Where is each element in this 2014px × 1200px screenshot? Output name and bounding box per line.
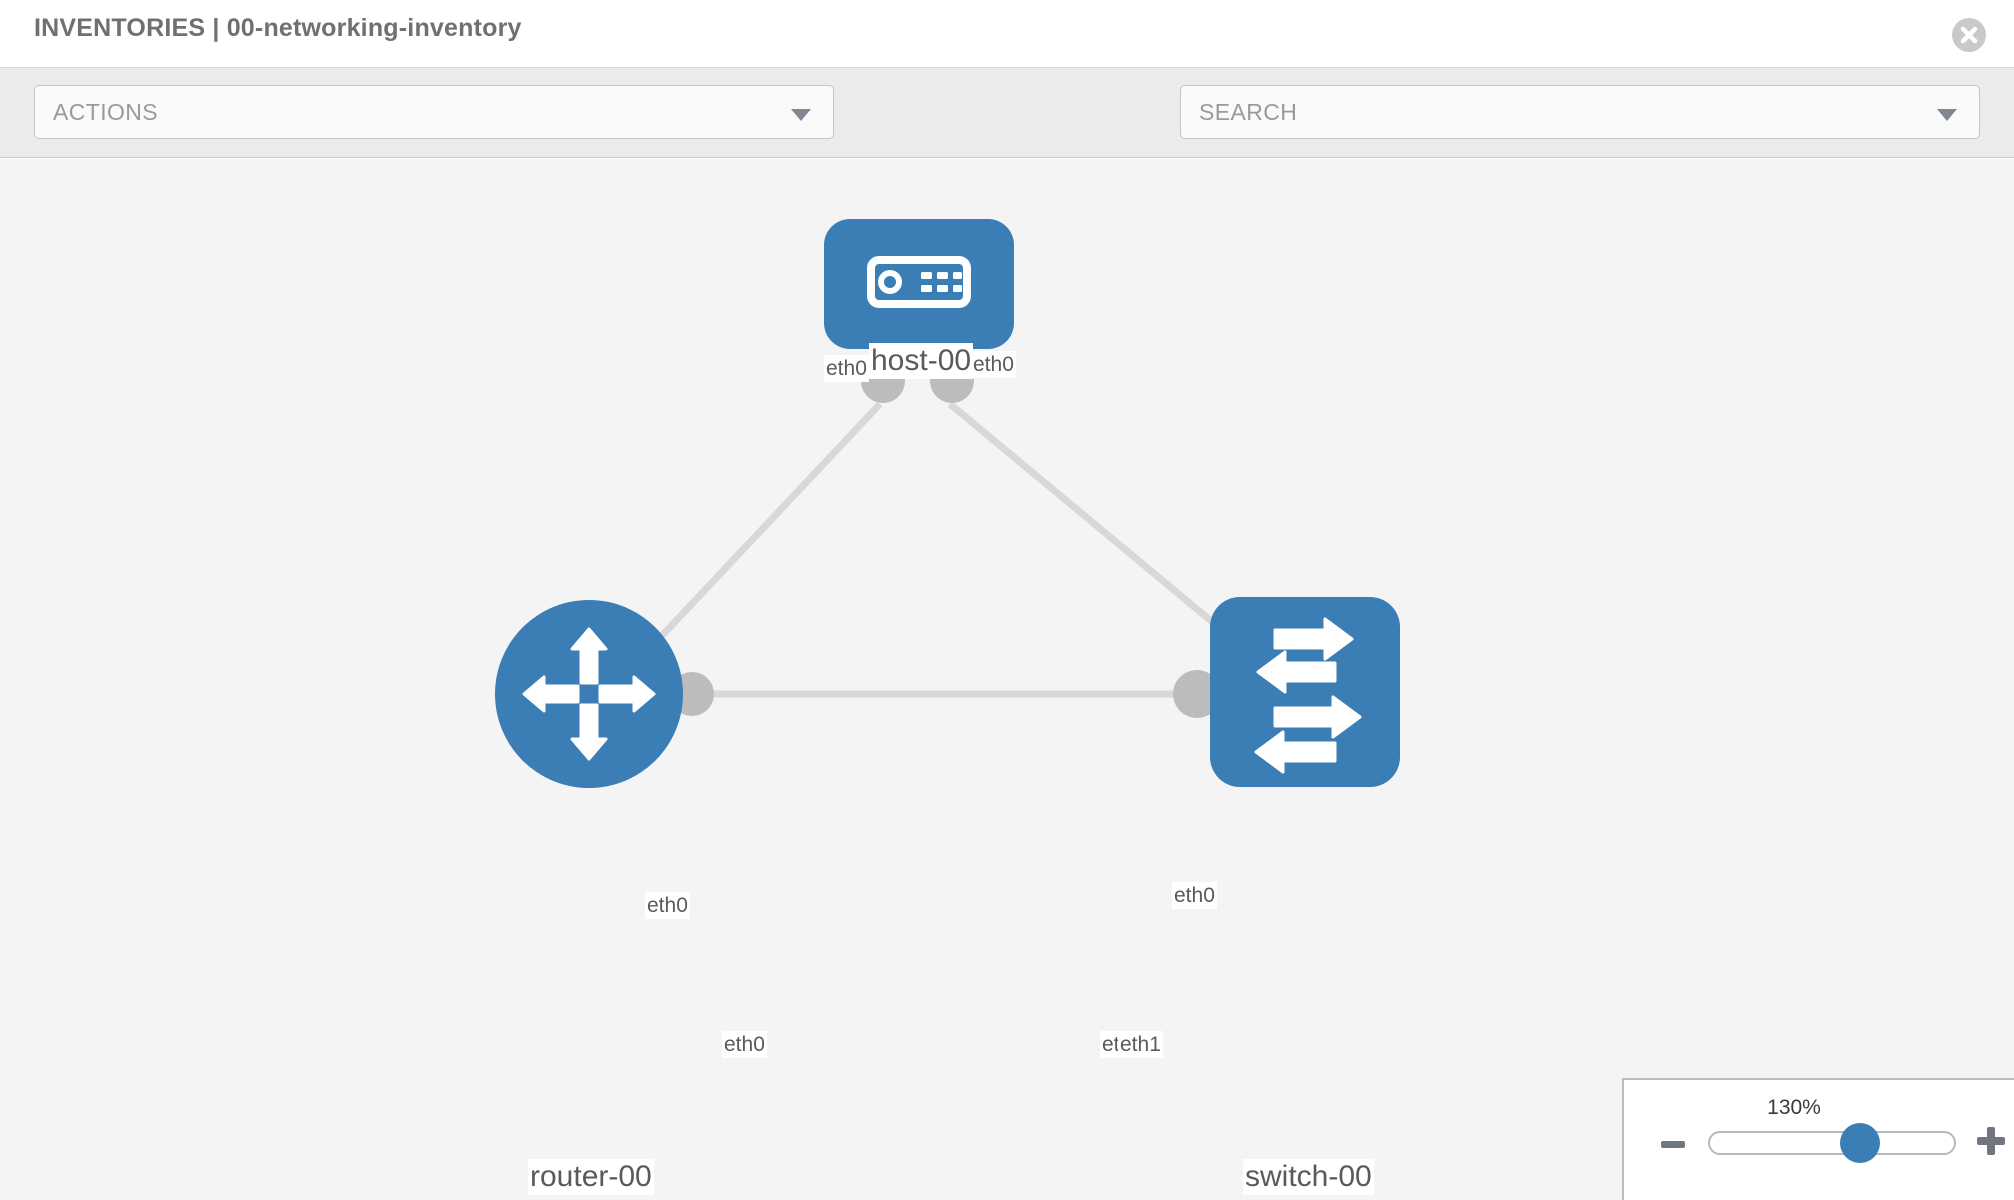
search-placeholder: SEARCH — [1199, 99, 1298, 125]
edge-label-switch-eth1: eth1 — [1118, 1031, 1163, 1058]
edge-label-host-eth0-right: eth0 — [971, 351, 1016, 378]
close-icon[interactable] — [1952, 18, 1986, 52]
zoom-slider-handle[interactable] — [1840, 1123, 1880, 1163]
chevron-down-icon[interactable] — [1937, 109, 1957, 121]
page-title: INVENTORIES | 00-networking-inventory — [34, 14, 522, 42]
zoom-control-panel: 130% — [1622, 1078, 2014, 1200]
zoom-out-button[interactable] — [1658, 1130, 1688, 1160]
connector-switch-eth1 — [1173, 670, 1221, 718]
edge-host-switch — [947, 401, 1248, 652]
edge-host-router — [637, 401, 883, 662]
zoom-percent-label: 130% — [1767, 1096, 1821, 1119]
node-router-00[interactable] — [495, 600, 714, 788]
actions-dropdown[interactable]: ACTIONS — [34, 85, 834, 139]
topology-graph — [495, 219, 1400, 788]
edge-label-host-eth0-left: eth0 — [824, 355, 869, 382]
search-input[interactable]: SEARCH — [1180, 85, 1980, 139]
zoom-slider-track[interactable] — [1708, 1131, 1956, 1155]
node-switch-00[interactable] — [1173, 597, 1400, 787]
page-header: INVENTORIES | 00-networking-inventory — [0, 0, 2014, 68]
node-label-host-00: host-00 — [869, 343, 974, 379]
zoom-in-button[interactable] — [1974, 1124, 2008, 1158]
node-label-router-00: router-00 — [528, 1159, 654, 1195]
edge-label-switch-eth0-uplink: eth0 — [1172, 882, 1217, 909]
chevron-down-icon — [791, 109, 811, 121]
topology-canvas[interactable]: eth0 host-00 eth0 eth0 eth0 eth0 eth0 et… — [0, 159, 2014, 1200]
toolbar: ACTIONS — [0, 68, 2014, 197]
edge-label-router-eth0: eth0 — [722, 1031, 767, 1058]
edge-label-router-eth0-uplink: eth0 — [645, 892, 690, 919]
node-label-switch-00: switch-00 — [1243, 1159, 1374, 1195]
actions-dropdown-label: ACTIONS — [53, 99, 159, 125]
